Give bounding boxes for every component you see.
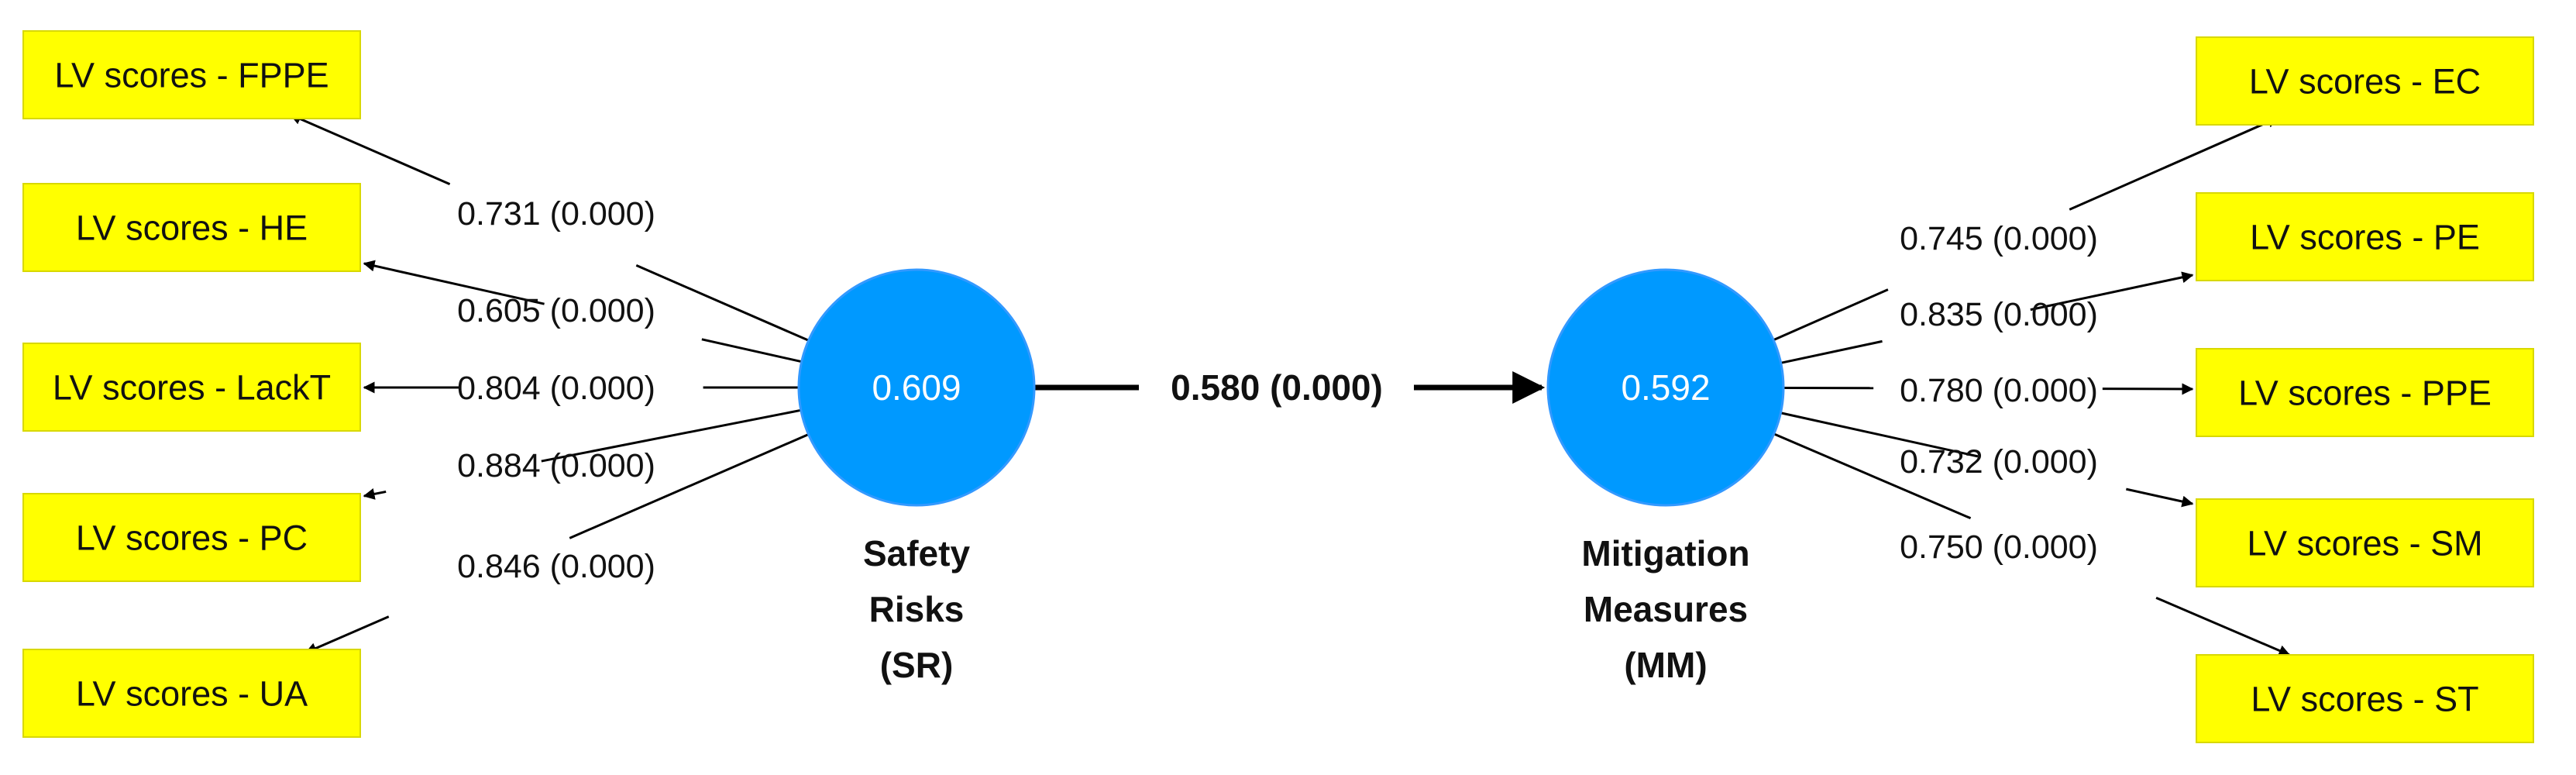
loading-arrow bbox=[289, 113, 451, 185]
latent-safety-risks: 0.609 Safety Risks (SR) bbox=[797, 268, 1036, 685]
indicator-label: LV scores - HE bbox=[76, 208, 308, 248]
latent-name-safety-risks-line2: Risks bbox=[869, 589, 965, 629]
indicators: LV scores - FPPE LV scores - HE LV scores … bbox=[22, 30, 2534, 743]
indicator-label: LV scores - LackT bbox=[53, 368, 331, 408]
loading-arrow bbox=[2069, 116, 2279, 211]
latent-circle-safety-risks bbox=[797, 268, 1036, 507]
loading-line-segment bbox=[701, 338, 803, 363]
indicator-box bbox=[22, 30, 361, 119]
latent-name-mitigation-measures-line1: Mitigation bbox=[1581, 533, 1749, 574]
indicator-left-0: LV scores - FPPE bbox=[22, 30, 361, 119]
indicator-box bbox=[2196, 348, 2534, 437]
loading-line-segment bbox=[569, 433, 810, 539]
loading-line-segment bbox=[635, 264, 810, 342]
latent-name-safety-risks-line1: Safety bbox=[863, 533, 970, 574]
loading-arrow bbox=[2030, 271, 2194, 312]
indicator-label: LV scores - SM bbox=[2247, 524, 2482, 563]
indicator-box bbox=[2196, 498, 2534, 587]
loading-arrow bbox=[2126, 487, 2194, 508]
indicator-box bbox=[2196, 192, 2534, 281]
loading-line-segment bbox=[1780, 412, 1979, 458]
indicator-right-3: LV scores - SM bbox=[2196, 498, 2534, 587]
indicator-box bbox=[22, 649, 361, 738]
loading-value: 0.732 (0.000) bbox=[1900, 443, 2098, 480]
indicator-label: LV scores - PC bbox=[76, 518, 308, 558]
indicator-right-4: LV scores - ST bbox=[2196, 654, 2534, 743]
indicator-right-1: LV scores - PE bbox=[2196, 192, 2534, 281]
indicator-label: LV scores - FPPE bbox=[54, 56, 328, 95]
loading-value: 0.605 (0.000) bbox=[457, 292, 655, 329]
loading-value: 0.835 (0.000) bbox=[1900, 296, 2098, 333]
latent-r2-mitigation-measures: 0.592 bbox=[1621, 367, 1710, 408]
indicator-left-2: LV scores - LackT bbox=[22, 343, 361, 432]
latent-r2-safety-risks: 0.609 bbox=[872, 367, 961, 408]
indicator-right-2: LV scores - PPE bbox=[2196, 348, 2534, 437]
indicator-label: LV scores - PPE bbox=[2238, 374, 2492, 413]
indicator-left-3: LV scores - PC bbox=[22, 493, 361, 582]
loading-arrow bbox=[363, 488, 387, 500]
loading-arrow bbox=[363, 260, 545, 305]
loading-line-segment bbox=[1780, 339, 1883, 364]
indicator-box bbox=[2196, 654, 2534, 743]
loading-value: 0.745 (0.000) bbox=[1900, 220, 2098, 257]
loading-value: 0.846 (0.000) bbox=[457, 548, 655, 585]
indicator-label: LV scores - PE bbox=[2250, 218, 2480, 257]
latent-name-mitigation-measures-line2: Measures bbox=[1584, 589, 1748, 629]
loading-line-segment bbox=[1773, 432, 1972, 520]
indicator-label: LV scores - UA bbox=[76, 674, 308, 714]
indicator-left-4: LV scores - UA bbox=[22, 649, 361, 738]
latent-name-mitigation-measures-line3: (MM) bbox=[1624, 645, 1707, 685]
structural-path: 0.580 (0.000) bbox=[1034, 367, 1546, 408]
indicator-box bbox=[22, 183, 361, 272]
loading-line-segment bbox=[1773, 288, 1889, 342]
indicator-label: LV scores - ST bbox=[2251, 680, 2478, 719]
loading-value: 0.780 (0.000) bbox=[1900, 372, 2098, 409]
loading-value: 0.750 (0.000) bbox=[1900, 529, 2098, 566]
indicator-box bbox=[22, 493, 361, 582]
loading-value: 0.731 (0.000) bbox=[457, 195, 655, 232]
indicator-right-0: LV scores - EC bbox=[2196, 36, 2534, 126]
loading-value: 0.804 (0.000) bbox=[457, 370, 655, 407]
path-lines bbox=[289, 113, 2291, 656]
latent-mitigation-measures: 0.592 Mitigation Measures (MM) bbox=[1546, 268, 1785, 685]
indicator-left-1: LV scores - HE bbox=[22, 183, 361, 272]
loading-value: 0.884 (0.000) bbox=[457, 447, 655, 484]
loading-labels: 0.731 (0.000) 0.605 (0.000) 0.804 (0.000) 0… bbox=[457, 195, 2098, 585]
structural-path-coefficient: 0.580 (0.000) bbox=[1171, 367, 1383, 408]
indicator-label: LV scores - EC bbox=[2249, 62, 2481, 102]
latent-circle-mitigation-measures bbox=[1546, 268, 1785, 507]
loading-arrow bbox=[2155, 596, 2291, 656]
loading-line-segment bbox=[541, 408, 802, 463]
indicator-box bbox=[22, 343, 361, 432]
indicator-box bbox=[2196, 36, 2534, 126]
loading-arrow bbox=[304, 615, 390, 654]
latent-name-safety-risks-line3: (SR) bbox=[880, 645, 954, 685]
